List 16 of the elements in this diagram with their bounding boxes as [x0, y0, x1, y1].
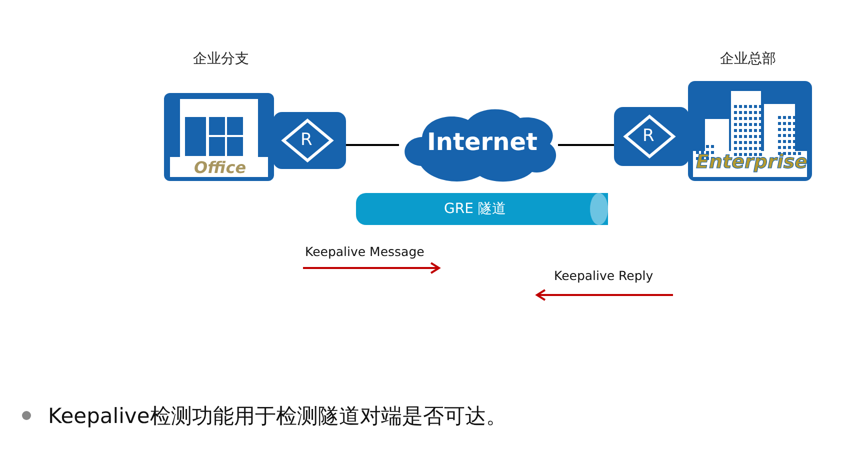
- site-heading: 企业总部: [720, 50, 776, 68]
- router-icon: [614, 107, 689, 166]
- arrow-label: Keepalive Message: [305, 244, 424, 259]
- tunnel-label: GRE 隧道: [444, 200, 506, 218]
- arrow-label: Keepalive Reply: [554, 268, 654, 283]
- icon-caption: Office: [194, 158, 246, 177]
- site-heading: 企业分支: [193, 50, 249, 68]
- bullet-text: Keepalive检测功能用于检测隧道对端是否可达。: [48, 403, 507, 430]
- router-label: R: [642, 126, 654, 146]
- cloud-label: Internet: [427, 128, 538, 156]
- router-icon: [273, 112, 346, 169]
- connector-line: [346, 144, 399, 146]
- tunnel-cylinder: [356, 193, 608, 225]
- router-label: R: [300, 130, 312, 150]
- icon-caption: Enterprise: [696, 151, 808, 173]
- connector-line: [558, 144, 614, 146]
